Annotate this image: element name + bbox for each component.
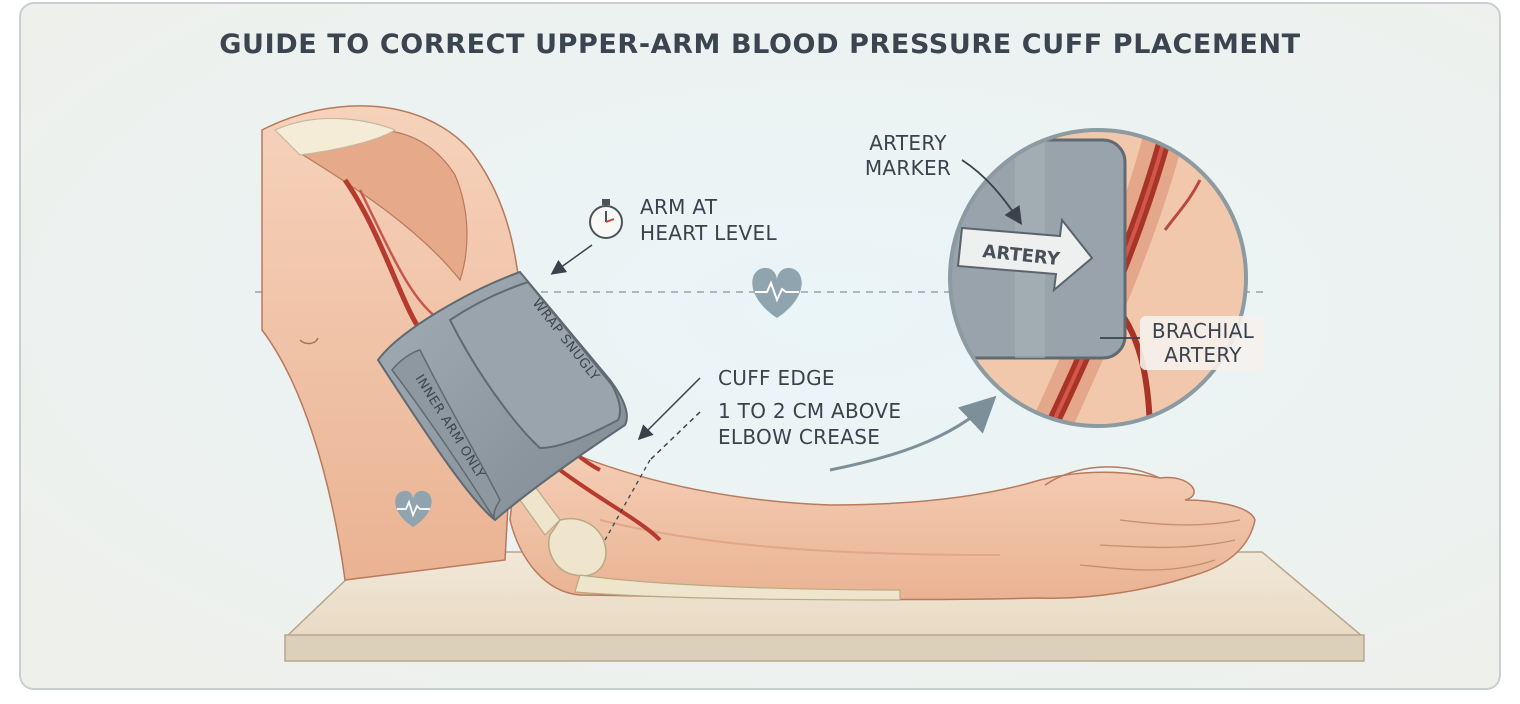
brachial-label-bg (1140, 316, 1264, 370)
elbow-bone (519, 478, 901, 601)
arm-level-pointer (550, 244, 593, 275)
bp-cuff: WRAP SNUGLY INNER ARM ONLY (376, 270, 628, 522)
zoom-arrow (829, 395, 997, 472)
artery-marker-label-1: ARTERY (869, 131, 947, 155)
elbow-crease-pointer (649, 411, 701, 461)
heart-pulse-icon (752, 267, 802, 318)
artery-marker-pointer (961, 159, 1022, 225)
stopwatch-icon (589, 199, 623, 239)
arm-level-text-2: HEART LEVEL (640, 221, 777, 245)
brachial-label-2: ARTERY (1164, 343, 1242, 367)
cuff-edge-pointer (637, 377, 701, 441)
zoom-inset: ARTERY (948, 128, 1248, 428)
arm-level-text-1: ARM AT (640, 195, 718, 219)
artery-tag: ARTERY (956, 217, 1094, 293)
elbow-label-2: ELBOW CREASE (718, 425, 880, 449)
elbow-label-1: 1 TO 2 CM ABOVE (718, 399, 901, 423)
diagram-title: GUIDE TO CORRECT UPPER-ARM BLOOD PRESSUR… (219, 29, 1300, 60)
cuff-edge-label: CUFF EDGE (718, 366, 835, 390)
arm-level-label: ARM AT HEART LEVEL (589, 195, 777, 245)
artery-marker-label-2: MARKER (865, 156, 951, 180)
brachial-label-1: BRACHIAL (1152, 319, 1255, 343)
heart-pulse-icon-small (395, 490, 432, 527)
